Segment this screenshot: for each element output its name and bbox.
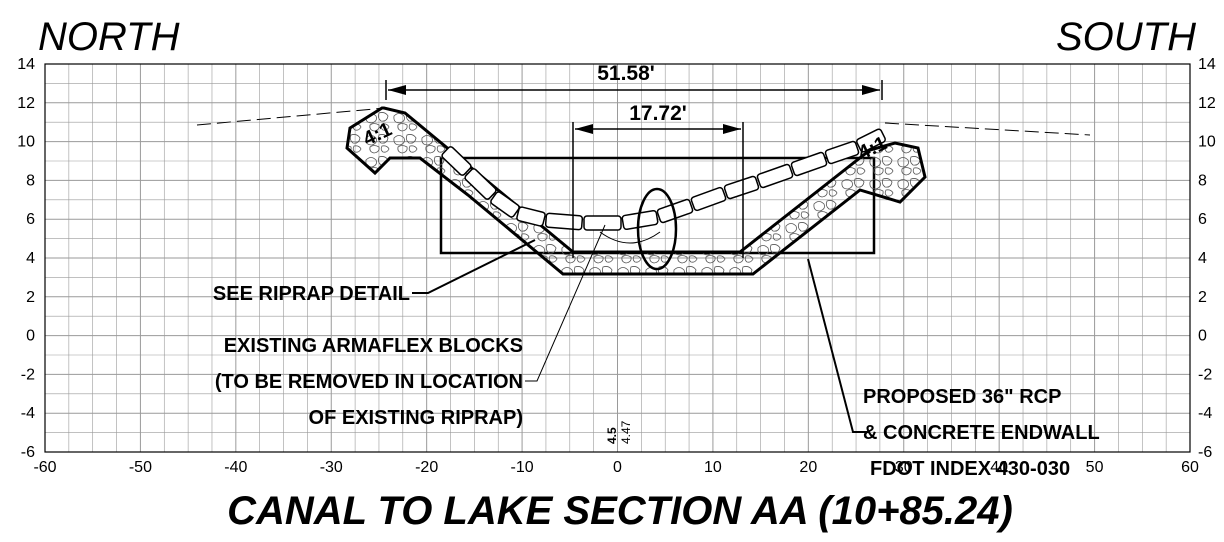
armaflex-block: [441, 146, 472, 176]
rcp-pipe: [636, 187, 678, 271]
callout-armaflex-2: (TO BE REMOVED IN LOCATION: [215, 371, 523, 393]
x-tick-label: 10: [704, 459, 722, 476]
y-tick-label-left: 2: [26, 289, 35, 306]
y-tick-label-right: 12: [1198, 95, 1216, 112]
pipe-flow-line: [599, 231, 661, 244]
x-tick-label: -50: [129, 459, 152, 476]
armaflex-block: [824, 140, 860, 165]
x-tick-label: -10: [511, 459, 534, 476]
armaflex-block: [464, 168, 497, 200]
armaflex-block: [690, 186, 727, 212]
plot-frame: [44, 63, 1191, 453]
armaflex-block: [790, 151, 828, 177]
y-tick-label-left: 10: [17, 134, 35, 151]
y-tick-label-left: -4: [21, 405, 35, 422]
x-tick-label: -40: [224, 459, 247, 476]
y-tick-label-left: 0: [26, 328, 35, 345]
vertical-label-b: 4.47: [619, 420, 633, 444]
dim-outer-label: 51.58': [597, 62, 655, 85]
callout-armaflex-1: EXISTING ARMAFLEX BLOCKS: [224, 335, 523, 357]
riprap-section: [345, 106, 927, 276]
armaflex-block: [723, 175, 760, 200]
y-tick-label-left: 4: [26, 250, 35, 267]
y-tick-label-right: -4: [1198, 405, 1212, 422]
x-tick-labels: -60 -50 -40 -30 -20 -10 0 10 20 30 40 50 60: [33, 459, 1199, 476]
section-title: CANAL TO LAKE SECTION AA (10+85.24): [227, 489, 1013, 533]
x-tick-label: -30: [320, 459, 343, 476]
leader-riprap: [412, 239, 536, 294]
north-label: NORTH: [38, 15, 180, 59]
y-tick-labels-left: 14 12 10 8 6 4 2 0 -2 -4 -6: [17, 56, 35, 461]
y-tick-label-right: 6: [1198, 211, 1207, 228]
y-tick-label-left: 6: [26, 211, 35, 228]
y-tick-label-right: -2: [1198, 366, 1212, 383]
leader-armaflex: [525, 224, 606, 382]
y-tick-label-left: 12: [17, 95, 35, 112]
y-tick-label-left: -6: [21, 444, 35, 461]
x-tick-label: 50: [1086, 459, 1104, 476]
armaflex-block: [516, 206, 546, 227]
x-tick-label: 20: [799, 459, 817, 476]
y-tick-label-right: 4: [1198, 250, 1207, 267]
armaflex-block: [544, 212, 584, 231]
callout-riprap: SEE RIPRAP DETAIL: [213, 283, 410, 305]
callout-armaflex-3: OF EXISTING RIPRAP): [309, 407, 523, 429]
y-tick-labels-right: 14 12 10 8 6 4 2 0 -2 -4 -6: [1198, 56, 1216, 461]
y-tick-label-left: -2: [21, 366, 35, 383]
y-tick-label-right: 10: [1198, 134, 1216, 151]
armaflex-block: [856, 128, 886, 153]
armaflex-block: [490, 191, 520, 218]
armaflex-block: [756, 163, 794, 189]
x-tick-label: 40: [990, 459, 1008, 476]
y-tick-label-right: 14: [1198, 56, 1216, 73]
callout-rcp-3: FDOT INDEX 430-030: [870, 458, 1070, 480]
y-tick-label-right: -6: [1198, 444, 1212, 461]
x-tick-label: -20: [415, 459, 438, 476]
x-tick-label: 60: [1181, 459, 1199, 476]
south-label: SOUTH: [1056, 15, 1196, 59]
y-tick-label-right: 8: [1198, 172, 1207, 189]
y-tick-label-left: 14: [17, 56, 35, 73]
x-tick-label: 30: [895, 459, 913, 476]
y-tick-label-left: 8: [26, 172, 35, 189]
vertical-label-a: 4.5: [605, 427, 619, 444]
y-tick-label-right: 2: [1198, 289, 1207, 306]
y-tick-label-right: 0: [1198, 328, 1207, 345]
x-tick-label: 0: [613, 459, 622, 476]
armaflex-block: [583, 215, 622, 231]
callout-rcp-2: & CONCRETE ENDWALL: [863, 422, 1100, 444]
existing-ground-left: [196, 107, 386, 126]
existing-ground-right: [884, 122, 1091, 136]
x-tick-label: -60: [33, 459, 56, 476]
dim-inner-label: 17.72': [629, 102, 687, 125]
leader-rcp: [807, 258, 870, 433]
callout-rcp-1: PROPOSED 36" RCP: [863, 386, 1061, 408]
